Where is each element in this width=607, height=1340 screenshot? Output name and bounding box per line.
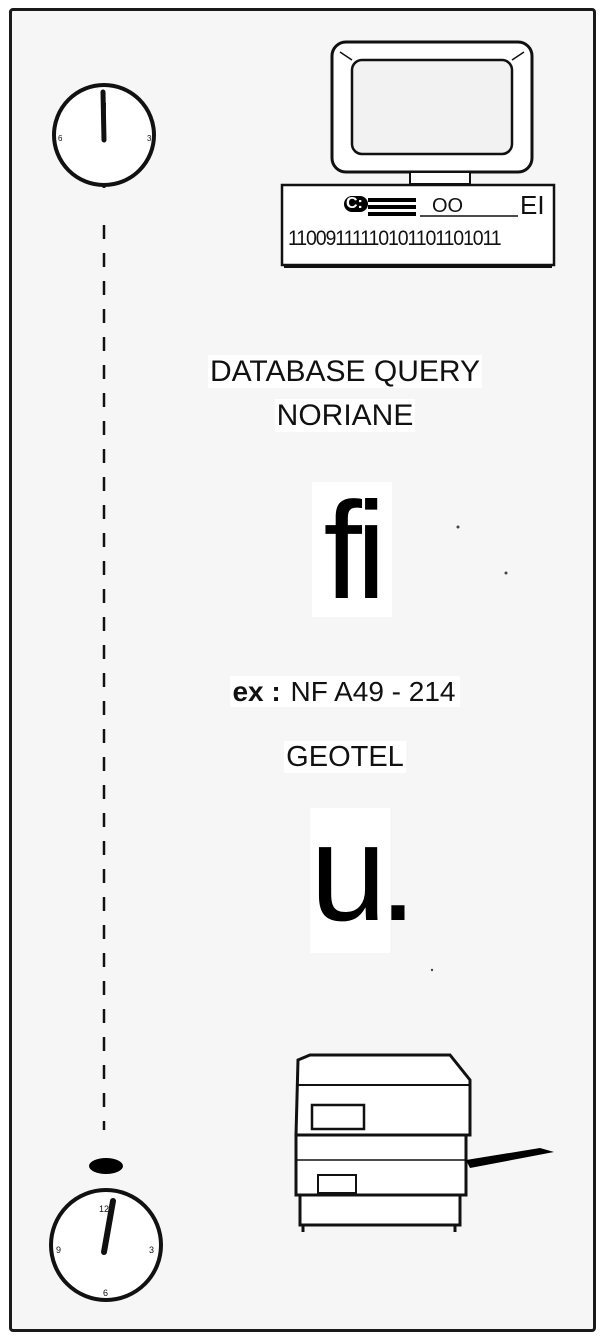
glyph-u: u. xyxy=(310,804,417,953)
clock-top-icon: 6 3 xyxy=(52,83,156,188)
terminal-display-right: EI xyxy=(520,190,545,220)
clock-bottom-numeral-12: 12 xyxy=(99,1204,109,1214)
terminal-binary-strip: 11009111110101101101011 xyxy=(288,227,502,250)
clock-top-numeral-left: 6 xyxy=(58,134,63,143)
terminal-display-mid: OO xyxy=(432,195,464,217)
printer-icon xyxy=(294,1053,554,1232)
example-line: ex : NF A49 - 214 xyxy=(180,676,510,707)
glyph-fi: fi xyxy=(312,482,392,620)
clock-bottom-numeral-9: 9 xyxy=(56,1245,61,1255)
clock-bottom-numeral-3: 3 xyxy=(149,1245,154,1255)
example-value: NF A49 - 214 xyxy=(288,676,458,707)
terminal-display-left: C: xyxy=(346,195,363,212)
clock-top-numeral-right: 3 xyxy=(147,134,152,143)
timeline-end-marker xyxy=(89,1158,123,1174)
example-prefix: ex : xyxy=(232,676,281,707)
query-subtitle: NORIANE xyxy=(274,399,416,432)
clock-bottom-numeral-6: 6 xyxy=(103,1288,108,1298)
query-title: DATABASE QUERY xyxy=(207,355,483,388)
clock-bottom-icon: 12 3 9 6 xyxy=(49,1188,163,1302)
geotel-label: GEOTEL xyxy=(284,741,406,773)
computer-monitor-icon xyxy=(280,40,556,268)
